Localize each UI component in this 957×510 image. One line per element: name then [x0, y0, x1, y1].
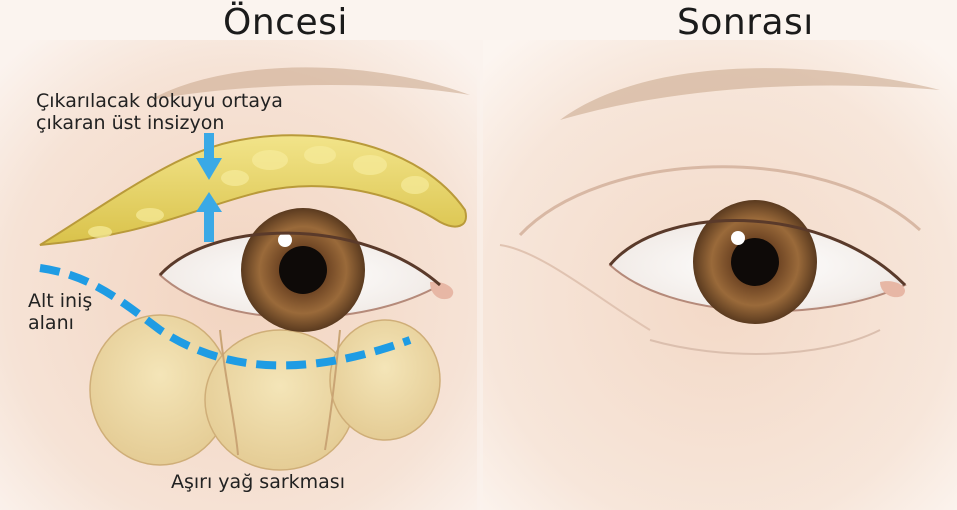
- lower-area-label-line1: Alt iniş: [28, 290, 92, 312]
- before-title: Öncesi: [223, 2, 348, 43]
- after-title: Sonrası: [677, 2, 814, 43]
- upper-incision-label-line1: Çıkarılacak dokuyu ortaya: [36, 90, 283, 112]
- excess-fat-label: Aşırı yağ sarkması: [171, 471, 345, 493]
- upper-incision-label: Çıkarılacak dokuyu ortaya çıkaran üst in…: [36, 90, 283, 134]
- lower-area-label: Alt iniş alanı: [28, 290, 92, 334]
- lower-area-label-line2: alanı: [28, 312, 92, 334]
- upper-incision-label-line2: çıkaran üst insizyon: [36, 112, 283, 134]
